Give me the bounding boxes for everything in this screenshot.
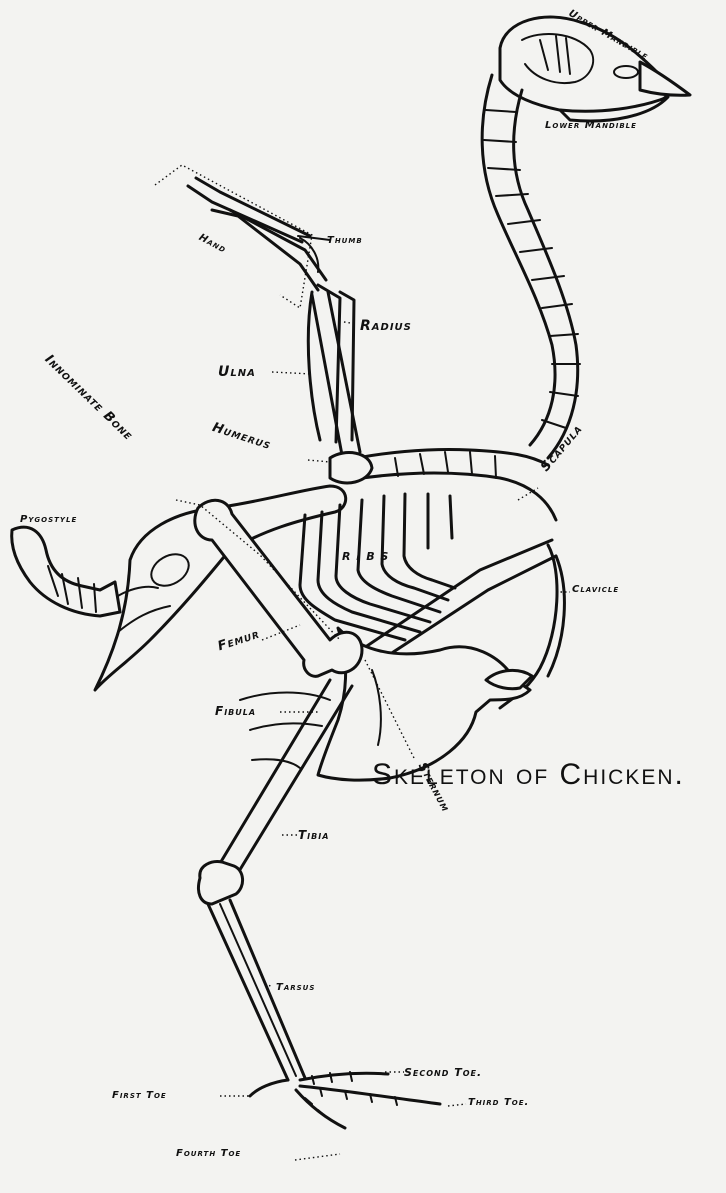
cervical-vertebrae xyxy=(482,75,580,458)
ribs xyxy=(300,494,455,640)
label-fourth-toe: Fourth Toe xyxy=(176,1148,241,1159)
label-radius: Radius xyxy=(360,318,412,334)
label-second-toe: Second Toe. xyxy=(404,1066,482,1079)
label-ribs: R I B S xyxy=(342,550,389,563)
label-first-toe: First Toe xyxy=(112,1090,167,1101)
figure-title: Skeleton of Chicken. xyxy=(372,758,685,792)
label-ulna: Ulna xyxy=(218,364,256,380)
label-tibia: Tibia xyxy=(298,828,329,842)
scapula xyxy=(338,450,556,521)
label-fibula: Fibula xyxy=(215,704,256,718)
pygostyle xyxy=(12,527,120,616)
label-tarsus: Tarsus xyxy=(276,982,315,993)
hand xyxy=(155,165,330,308)
toes xyxy=(250,1072,440,1128)
label-pygostyle: Pygostyle xyxy=(20,514,77,525)
label-thumb: Thumb xyxy=(327,235,363,246)
label-third-toe: Third Toe. xyxy=(468,1097,529,1108)
upper-mandible xyxy=(640,62,690,95)
label-clavicle: Clavicle xyxy=(572,584,619,595)
label-lower-mandible: Lower Mandible xyxy=(545,120,637,131)
